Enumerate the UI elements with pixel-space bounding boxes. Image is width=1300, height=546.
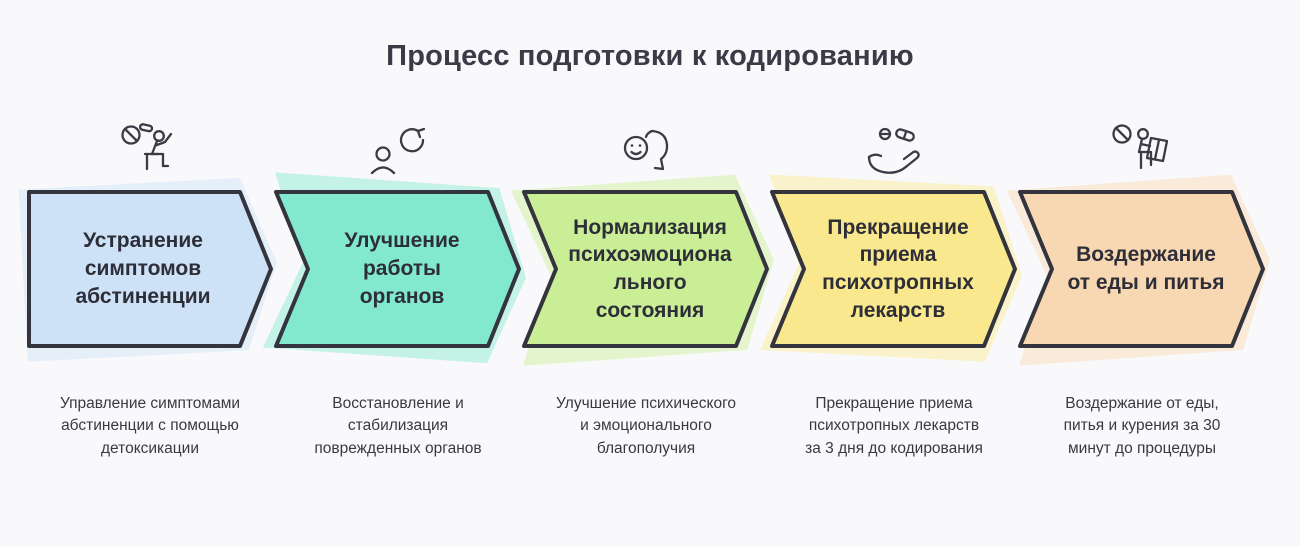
step-title: Прекращение приема психотропных лекарств [822,215,974,322]
step-5-chevron: Воздержание от еды и питья [1006,174,1270,366]
step-1-icon-area [118,95,182,189]
step-4-icon-area [861,95,927,189]
chevron-shape [262,172,526,364]
step-title: Устранение симптомов абстиненции [75,229,211,308]
step-description: Прекращение приема психотропных лекарств… [805,395,983,457]
step-description: Воздержание от еды, питья и курения за 3… [1063,395,1221,457]
step-title: Улучшение работы органов [344,229,460,308]
step-title: Нормализация психоэмоционального состоян… [568,215,732,322]
step-2-icon-area [366,95,430,189]
head-smiley-icon [623,129,669,171]
chevron-shape [760,174,1023,362]
step-3-icon-area [614,95,678,189]
step-description: Восстановление и стабилизация поврежденн… [314,395,482,457]
step-2-chevron: Улучшение работы органов [262,172,526,364]
chevron-shape [510,174,774,366]
step-1: Устранение симптомов абстиненции Управле… [18,95,277,460]
step-title: Воздержание от еды и питья [1067,243,1225,294]
step-3: Нормализация психоэмоционального состоян… [510,95,774,460]
step-1-chevron: Устранение симптомов абстиненции [18,177,277,362]
person-recovery-refresh-icon [370,127,426,175]
step-4-chevron: Прекращение приема психотропных лекарств [760,174,1023,362]
steps-row: Устранение симптомов абстиненции Управле… [0,95,1300,460]
step-description: Управление симптомами абстиненции с помо… [59,395,241,457]
step-4: Прекращение приема психотропных лекарств… [760,95,1023,460]
chevron-shape [1006,174,1270,366]
chevron-shape [18,177,277,362]
page-title: Процесс подготовки к кодированию [386,40,914,72]
hand-with-pills-icon [867,127,920,174]
step-5: Воздержание от еды и питья Воздержание о… [1006,95,1270,460]
step-2: Улучшение работы органов Восстановление … [262,95,526,460]
step-description: Улучшение психического и эмоционального … [555,395,737,457]
no-pills-seated-person-icon [121,123,173,171]
no-pills-reading-person-icon [1112,124,1169,170]
step-5-icon-area [1110,95,1174,189]
step-3-chevron: Нормализация психоэмоционального состоян… [510,174,774,366]
